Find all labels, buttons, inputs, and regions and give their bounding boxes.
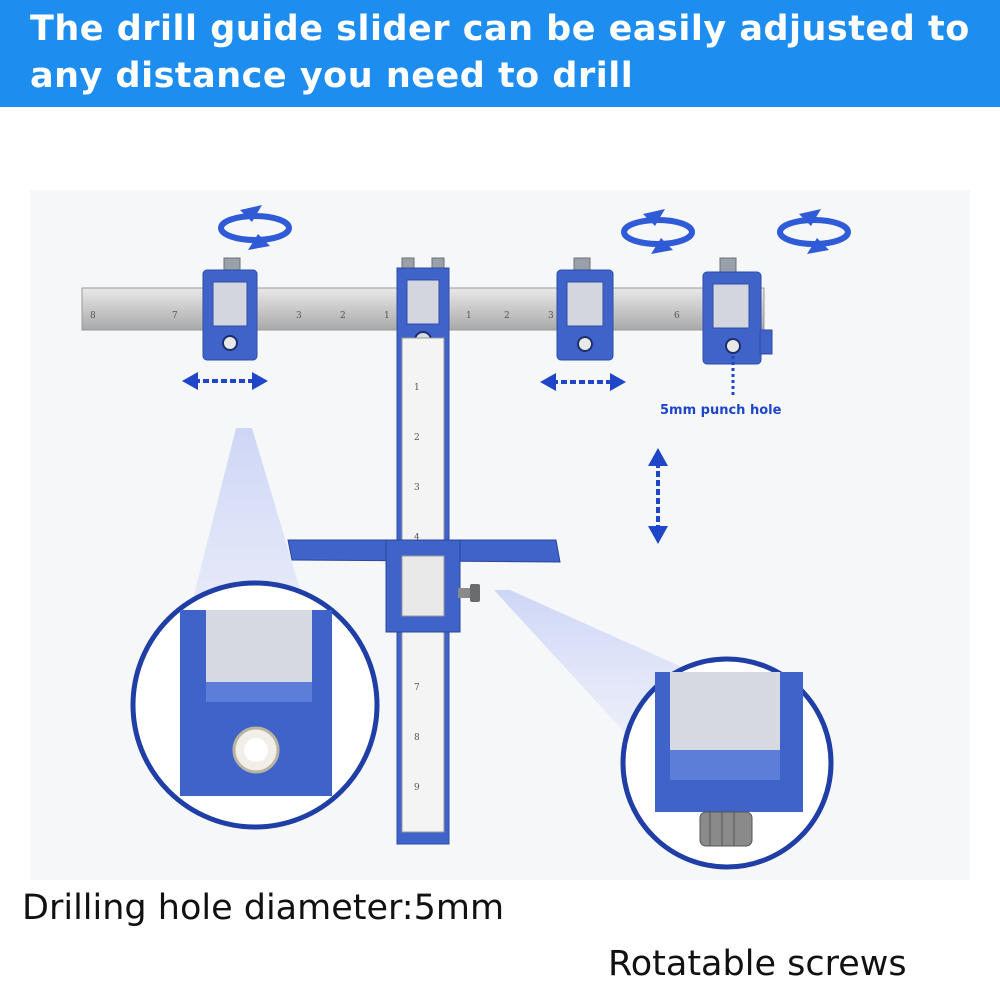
rotate-arrows-icon (218, 205, 292, 250)
headline: The drill guide slider can be easily adj… (30, 9, 970, 96)
zoom-circle-screw (620, 656, 834, 870)
double-arrow-vertical-icon (648, 448, 668, 544)
svg-text:2: 2 (340, 311, 346, 321)
cross-bar (287, 539, 561, 633)
svg-text:1: 1 (414, 383, 420, 393)
svg-text:1: 1 (384, 311, 390, 321)
slider-right (702, 257, 773, 365)
header-banner: The drill guide slider can be easily adj… (0, 0, 1000, 107)
svg-text:9: 9 (414, 783, 420, 793)
svg-text:7: 7 (172, 311, 178, 321)
product-illustration: 8 7 3 2 1 1 2 3 6 1 2 (30, 190, 970, 880)
svg-text:4: 4 (414, 533, 420, 543)
double-arrow-horizontal-icon (540, 373, 626, 391)
caption-rotatable-screws: Rotatable screws (608, 944, 907, 984)
punch-hole-label: 5mm punch hole (660, 403, 782, 418)
zoom-circle-drill-hole (130, 580, 380, 830)
slider-left (202, 257, 258, 361)
rotate-arrows-icon (777, 209, 851, 254)
caption-drilling-hole: Drilling hole diameter:5mm (22, 888, 505, 928)
svg-text:8: 8 (414, 733, 420, 743)
svg-text:2: 2 (504, 311, 510, 321)
svg-text:8: 8 (90, 311, 96, 321)
svg-text:3: 3 (548, 311, 554, 321)
svg-text:3: 3 (296, 311, 302, 321)
svg-text:3: 3 (414, 483, 420, 493)
svg-text:6: 6 (674, 311, 680, 321)
svg-text:7: 7 (414, 683, 420, 693)
rotate-arrows-icon (621, 209, 695, 254)
svg-text:1: 1 (466, 311, 472, 321)
double-arrow-horizontal-icon (182, 372, 268, 390)
slider-middle (556, 257, 614, 361)
svg-text:2: 2 (414, 433, 420, 443)
